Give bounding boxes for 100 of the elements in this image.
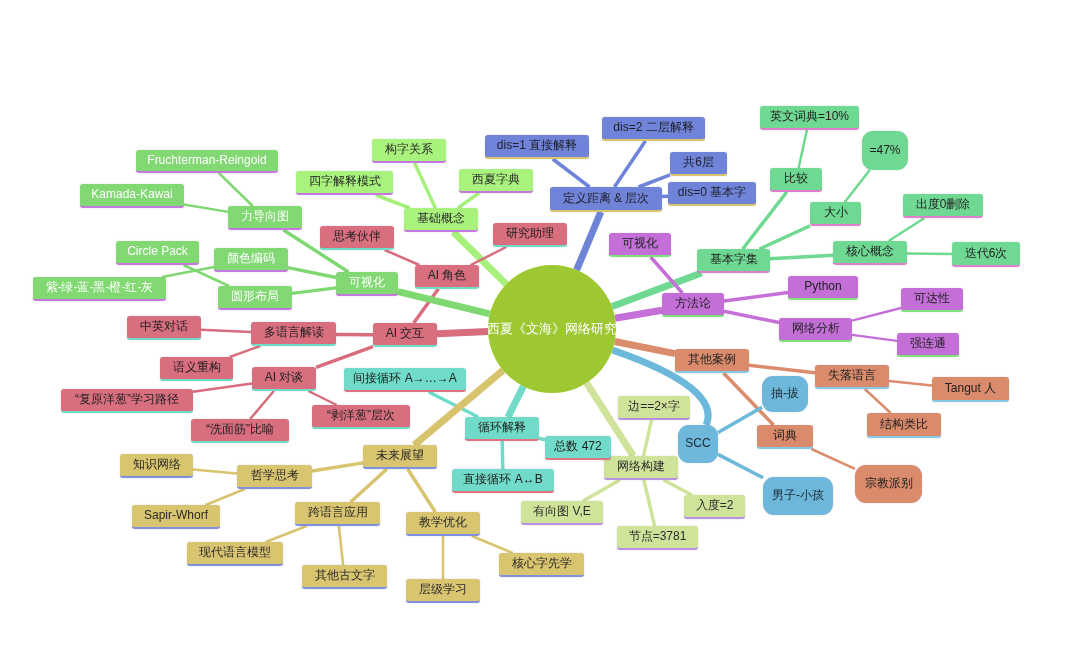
connector-line bbox=[307, 389, 338, 407]
connector-line bbox=[229, 344, 261, 359]
branch-line bbox=[614, 338, 676, 358]
main-topic-box: 可视化 bbox=[336, 272, 398, 296]
branch-line bbox=[504, 384, 527, 419]
connector-line bbox=[375, 193, 411, 210]
subtopic-box: 知识网络 bbox=[120, 454, 193, 478]
subtopic-box: 直接循环 A↔B bbox=[452, 469, 554, 493]
main-topic-box: 基础概念 bbox=[404, 208, 478, 232]
main-topic-box: 循环解释 bbox=[465, 417, 539, 441]
connector-line bbox=[192, 468, 238, 475]
subtopic-box: Tangut 人 bbox=[932, 377, 1009, 402]
connector-line bbox=[642, 479, 657, 527]
connector-line bbox=[161, 265, 215, 279]
connector-line bbox=[406, 468, 437, 513]
subtopic-box: Python bbox=[788, 276, 858, 300]
subtopic-box: 网络分析 bbox=[779, 318, 852, 342]
branch-line bbox=[573, 210, 605, 272]
connector-line bbox=[722, 371, 775, 427]
subtopic-box: 有向图 V,E bbox=[521, 501, 603, 525]
connector-line bbox=[864, 388, 892, 414]
main-topic-box: 基本字集 bbox=[697, 249, 770, 273]
main-topic-box: 未来展望 bbox=[363, 445, 437, 469]
branch-line bbox=[583, 381, 637, 458]
subtopic-box: 核心概念 bbox=[833, 241, 907, 265]
subtopic-box: 其他古文字 bbox=[302, 565, 387, 589]
subtopic-box: 抽-拔 bbox=[762, 376, 808, 412]
connector-line bbox=[413, 162, 438, 209]
connector-line bbox=[287, 265, 337, 280]
subtopic-box: 哲学思考 bbox=[237, 465, 312, 489]
subtopic-box: 男子-小孩 bbox=[763, 477, 833, 515]
connector-line bbox=[887, 216, 926, 243]
connector-line bbox=[551, 157, 591, 189]
connector-line bbox=[183, 203, 229, 214]
subtopic-box: 边==2×字 bbox=[618, 396, 690, 420]
connector-line bbox=[741, 190, 789, 251]
branch-line bbox=[450, 229, 509, 287]
connector-line bbox=[723, 290, 789, 303]
main-topic-box: AI 交互 bbox=[373, 323, 437, 347]
connector-line bbox=[748, 363, 816, 375]
subtopic-box: =47% bbox=[862, 131, 908, 170]
main-topic-box: 网络构建 bbox=[604, 456, 678, 480]
subtopic-box: 英文词典=10% bbox=[760, 106, 859, 130]
connector-line bbox=[249, 390, 275, 420]
subtopic-box: 节点=3781 bbox=[617, 526, 698, 550]
subtopic-box: 结构类比 bbox=[867, 413, 941, 438]
connector-line bbox=[907, 252, 952, 256]
subtopic-box: 迭代6次 bbox=[952, 242, 1020, 267]
connector-line bbox=[291, 286, 337, 296]
subtopic-box: 圆形布局 bbox=[218, 286, 292, 310]
subtopic-box: AI 对谈 bbox=[252, 367, 316, 391]
connector-line bbox=[456, 191, 481, 210]
connector-line bbox=[470, 245, 507, 267]
subtopic-box: “复原洋葱”学习路径 bbox=[61, 389, 193, 413]
connector-line bbox=[500, 440, 505, 470]
connector-line bbox=[637, 173, 671, 189]
connector-line bbox=[192, 382, 253, 393]
subtopic-box: dis=1 直接解释 bbox=[485, 135, 589, 159]
connector-line bbox=[641, 419, 654, 457]
subtopic-box: 中英对话 bbox=[127, 316, 201, 340]
connector-line bbox=[758, 224, 811, 251]
subtopic-box: 出度0删除 bbox=[903, 194, 983, 218]
branch-line bbox=[614, 306, 663, 322]
subtopic-box: 失落语言 bbox=[815, 365, 889, 389]
connector-line bbox=[282, 228, 350, 274]
main-topic-box: 方法论 bbox=[662, 293, 724, 317]
subtopic-box: 强连通 bbox=[897, 333, 959, 357]
subtopic-box: AI 角色 bbox=[415, 265, 479, 289]
central-topic-circle: 西夏《文海》网络研究 bbox=[488, 265, 616, 393]
connector-line bbox=[471, 534, 514, 555]
connector-line bbox=[769, 253, 834, 261]
connector-line bbox=[717, 452, 764, 480]
subtopic-box: 紫-绿-蓝-黑-橙-红-灰 bbox=[33, 277, 166, 301]
connector-line bbox=[649, 255, 684, 295]
subtopic-box: 四字解释模式 bbox=[296, 171, 393, 195]
subtopic-box: 现代语言模型 bbox=[187, 542, 283, 566]
subtopic-box: Sapir-Whorf bbox=[132, 505, 220, 529]
connector-line bbox=[384, 248, 420, 267]
connector-line bbox=[337, 525, 345, 566]
connector-line bbox=[810, 447, 856, 470]
subtopic-box: 总数 472 bbox=[545, 436, 611, 460]
subtopic-box: “洗面筋”比喻 bbox=[191, 419, 289, 443]
connector-line bbox=[538, 436, 546, 442]
connector-line bbox=[265, 524, 308, 544]
subtopic-box: 语义重构 bbox=[160, 357, 233, 381]
subtopic-box: Circle Pack bbox=[116, 241, 199, 265]
subtopic-box: 构字关系 bbox=[372, 139, 446, 163]
subtopic-box: 比较 bbox=[770, 168, 822, 192]
connector-line bbox=[217, 172, 254, 207]
connector-line bbox=[441, 536, 445, 579]
connector-line bbox=[662, 478, 693, 497]
subtopic-box: dis=0 基本字 bbox=[668, 182, 756, 206]
connector-line bbox=[182, 263, 230, 288]
subtopic-box: 词典 bbox=[757, 425, 813, 449]
connector-line bbox=[336, 332, 373, 337]
connector-line bbox=[412, 287, 440, 325]
subtopic-box: “剥洋葱”层次 bbox=[312, 405, 410, 429]
subtopic-box: 间接循环 A→…→A bbox=[344, 368, 466, 392]
subtopic-box: dis=2 二层解释 bbox=[602, 117, 705, 141]
subtopic-box: 可视化 bbox=[609, 233, 671, 257]
